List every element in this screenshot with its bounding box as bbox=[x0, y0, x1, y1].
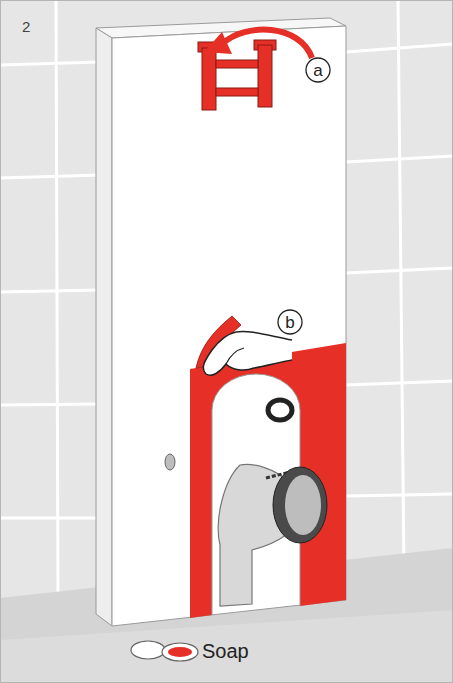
bracket-bar bbox=[202, 48, 216, 110]
grout-line bbox=[0, 517, 100, 520]
connector-inner bbox=[285, 475, 321, 535]
soap bbox=[168, 647, 192, 657]
hand-thumb bbox=[226, 348, 244, 364]
module-side-face bbox=[96, 28, 112, 626]
material-label: Soap bbox=[202, 640, 249, 663]
side-hole bbox=[165, 454, 175, 470]
callout-circle: a bbox=[305, 57, 331, 83]
callout-letter: a bbox=[313, 62, 322, 79]
drain-pipe bbox=[218, 464, 286, 606]
bracket-cross bbox=[216, 88, 258, 96]
floor-front bbox=[0, 610, 453, 683]
grout-line bbox=[346, 381, 453, 385]
callout-letter: b bbox=[285, 314, 294, 331]
grout-line bbox=[0, 404, 100, 405]
flush-port bbox=[268, 400, 292, 420]
soap-lid bbox=[131, 641, 165, 659]
protective-panel bbox=[190, 343, 346, 618]
rotate-arrow bbox=[222, 30, 312, 58]
callout-ring bbox=[306, 58, 330, 82]
hand bbox=[203, 332, 292, 376]
connector-ring bbox=[273, 467, 327, 543]
grout-line bbox=[346, 494, 453, 496]
grout-line bbox=[0, 62, 100, 65]
bracket-bar bbox=[258, 45, 272, 107]
module-front-face bbox=[112, 26, 346, 626]
callout-ring bbox=[278, 310, 302, 334]
grout-line bbox=[56, 0, 58, 600]
step-number: 2 bbox=[22, 18, 30, 35]
grout-line bbox=[398, 0, 404, 570]
grout-line bbox=[0, 175, 100, 178]
grout-line bbox=[0, 290, 100, 292]
soap-tin bbox=[162, 643, 198, 661]
arrow-head bbox=[204, 32, 232, 54]
callout-circle: b bbox=[277, 309, 303, 335]
bracket-cross bbox=[216, 60, 258, 68]
